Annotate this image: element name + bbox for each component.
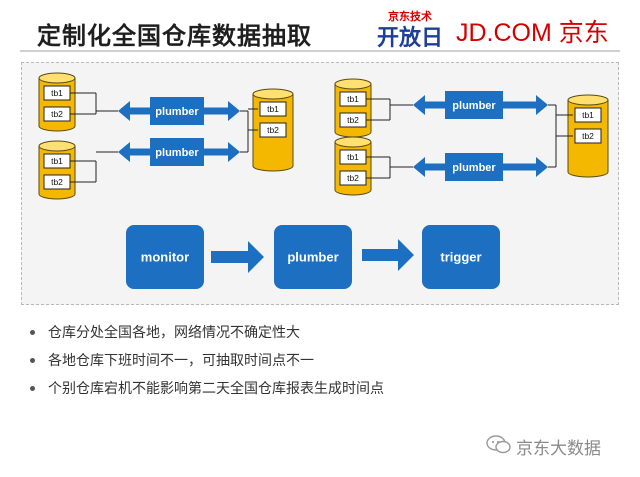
table-box (574, 107, 602, 123)
flow-label: trigger (440, 249, 481, 264)
target-db-top (567, 94, 609, 106)
flow-box (126, 225, 204, 289)
table-box (259, 101, 287, 117)
bullet-item: 各地仓库下班时间不一，可抽取时间点不一 (28, 350, 384, 378)
plumber-box (150, 97, 204, 125)
source-db-top (334, 136, 372, 148)
plumber-label: plumber (452, 162, 496, 174)
flow-label: monitor (141, 249, 189, 264)
bullet-text: 各地仓库下班时间不一，可抽取时间点不一 (48, 352, 314, 368)
table-label: tb1 (347, 94, 359, 104)
target-db-top (252, 88, 294, 100)
table-label: tb2 (347, 173, 359, 183)
table-box (259, 122, 287, 138)
plumber-label: plumber (155, 147, 199, 159)
table-label: tb1 (51, 88, 63, 98)
title-divider (20, 50, 620, 52)
table-box (574, 128, 602, 144)
bullet-list: 仓库分处全国各地，网络情况不确定性大 各地仓库下班时间不一，可抽取时间点不一 个… (28, 322, 384, 406)
bullet-item: 个别仓库宕机不能影响第二天全国仓库报表生成时间点 (28, 378, 384, 406)
watermark-text: 京东大数据 (516, 439, 601, 458)
table-label: tb1 (51, 156, 63, 166)
table-label: tb2 (51, 109, 63, 119)
bullet-text: 个别仓库宕机不能影响第二天全国仓库报表生成时间点 (48, 380, 384, 396)
flow-box (422, 225, 500, 289)
source-db-top (38, 140, 76, 152)
flow-arrow (362, 239, 414, 271)
table-label: tb1 (267, 104, 279, 114)
plumber-box (445, 91, 503, 119)
page-title: 定制化全国仓库数据抽取 (37, 23, 312, 50)
source-db-top (38, 72, 76, 84)
bullet-dot (30, 386, 35, 391)
bullet-dot (30, 358, 35, 363)
plumber-label: plumber (452, 100, 496, 112)
table-label: tb2 (51, 177, 63, 187)
bullet-text: 仓库分处全国各地，网络情况不确定性大 (48, 324, 300, 340)
table-label: tb1 (582, 110, 594, 120)
plumber-label: plumber (155, 106, 199, 118)
source-db-top (334, 78, 372, 90)
flow-box (274, 225, 352, 289)
table-label: tb2 (347, 115, 359, 125)
kaifang-logo: 京东技术 开放日 (375, 8, 445, 50)
plumber-box (150, 138, 204, 166)
table-label: tb2 (267, 125, 279, 135)
kaifang-logo-main: 开放日 (376, 25, 443, 50)
flow-arrow (211, 241, 264, 273)
wechat-icon (486, 435, 511, 454)
bullet-item: 仓库分处全国各地，网络情况不确定性大 (28, 322, 384, 350)
jd-logo: JD.COM 京东 (456, 19, 609, 47)
table-label: tb1 (347, 152, 359, 162)
bullet-dot (30, 330, 35, 335)
plumber-box (445, 153, 503, 181)
flow-label: plumber (287, 249, 338, 264)
table-label: tb2 (582, 131, 594, 141)
kaifang-logo-top: 京东技术 (388, 11, 432, 23)
